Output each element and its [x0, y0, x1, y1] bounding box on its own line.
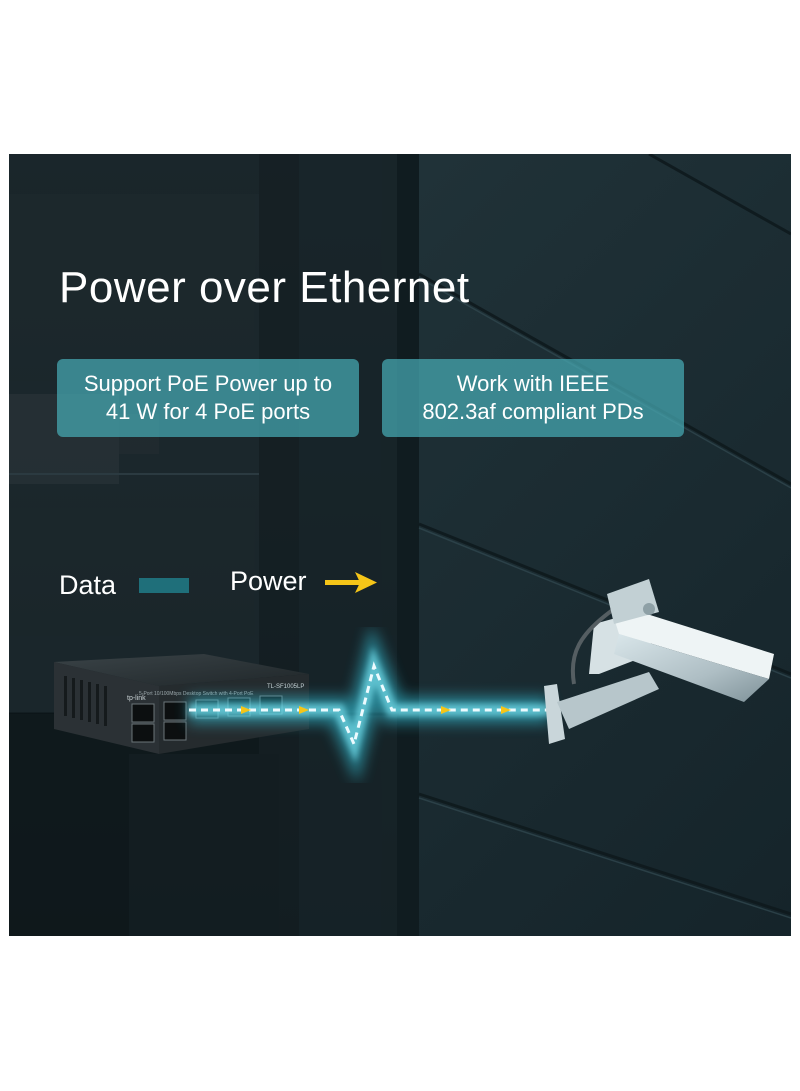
legend-power-label: Power: [230, 566, 307, 596]
poe-cable: [189, 624, 549, 784]
switch-brand: tp-link: [127, 695, 146, 702]
switch-model: TL-SF1005LP: [267, 684, 304, 690]
background-scene: tp-link 5-Port 10/100Mbps Desktop Switch…: [9, 154, 791, 936]
power-flow-arrows: [241, 706, 511, 714]
switch-caption: 5-Port 10/100Mbps Desktop Switch with 4-…: [139, 691, 254, 697]
feature-ieee-compliance-line1: Work with IEEE: [456, 371, 610, 396]
legend-power-arrow-icon: [325, 572, 377, 593]
feature-ieee-compliance-line2: 802.3af compliant PDs: [422, 399, 644, 424]
legend-data-swatch: [139, 578, 189, 593]
poe-banner: tp-link 5-Port 10/100Mbps Desktop Switch…: [9, 154, 791, 936]
security-camera: [544, 579, 774, 744]
left-building-panels: [9, 154, 399, 936]
building-corner: [397, 154, 419, 936]
feature-poe-power: Support PoE Power up to 41 W for 4 PoE p…: [57, 359, 359, 437]
legend-data-label: Data: [59, 570, 117, 600]
feature-poe-power-line1: Support PoE Power up to: [83, 371, 333, 396]
feature-poe-power-line2: 41 W for 4 PoE ports: [105, 399, 311, 424]
feature-ieee-compliance: Work with IEEE 802.3af compliant PDs: [382, 359, 684, 437]
page-title: Power over Ethernet: [59, 263, 470, 312]
switch-vents: [64, 676, 107, 726]
